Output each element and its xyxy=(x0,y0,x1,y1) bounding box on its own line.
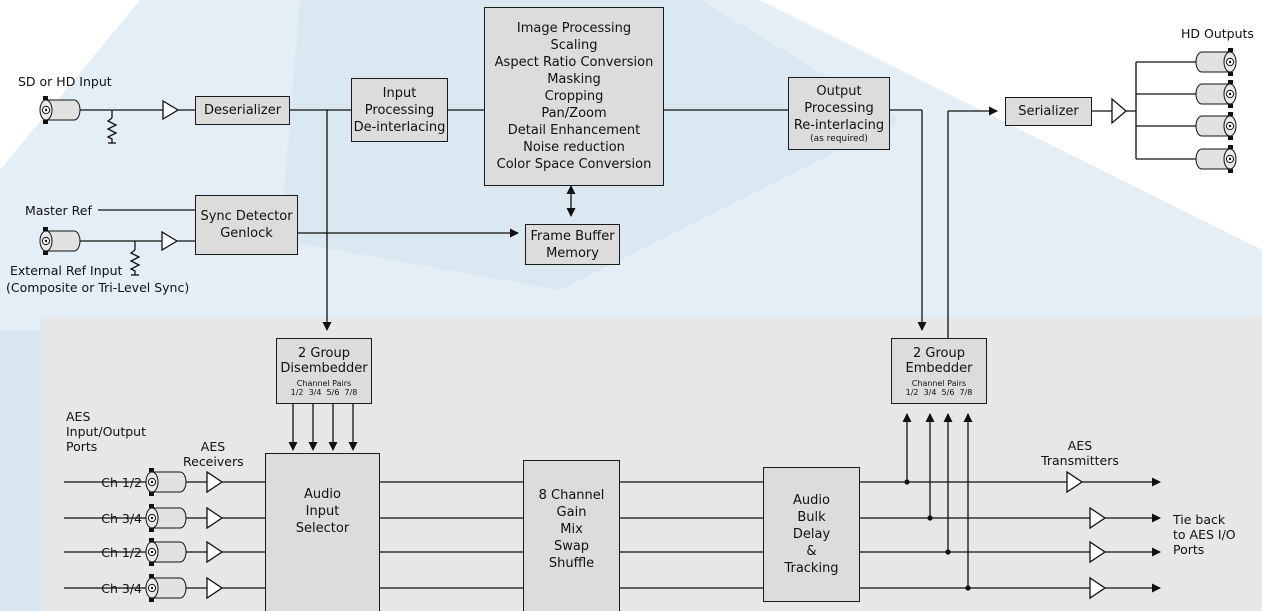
channel-gain-line: Shuffle xyxy=(548,556,595,571)
embedder-line: Embedder xyxy=(905,360,973,376)
tie-back-line: to AES I/O xyxy=(1173,527,1236,542)
audio-delay-box: Audio Bulk Delay & Tracking xyxy=(763,467,860,602)
bnc-connector-icon xyxy=(1195,144,1237,174)
serializer-box: Serializer xyxy=(1005,97,1092,126)
channel-gain-line: Mix xyxy=(560,522,583,537)
audio-input-selector-box: Audio Input Selector xyxy=(265,453,380,611)
image-processing-line: Detail Enhancement xyxy=(507,123,641,138)
embedder-line: 2 Group xyxy=(913,345,965,361)
aes-receivers-line: Receivers xyxy=(183,454,244,469)
aes-receivers-label: AES Receivers xyxy=(183,439,244,469)
bnc-connector-icon xyxy=(145,467,187,497)
input-processing-box: Input Processing De-interlacing xyxy=(351,78,448,142)
bnc-connector-icon xyxy=(145,573,187,603)
output-processing-line: Output xyxy=(816,84,862,99)
disembedder-pairs: 1/2 3/4 5/6 7/8 xyxy=(290,387,358,397)
input-processing-line: Processing xyxy=(364,102,435,118)
aes-io-ports-line: Ports xyxy=(66,439,98,454)
channel-gain-line: 8 Channel xyxy=(538,488,605,503)
tie-back-label: Tie back to AES I/O Ports xyxy=(1173,512,1236,557)
serializer-label: Serializer xyxy=(1018,104,1079,119)
input-processing-line: Input xyxy=(382,85,417,101)
aes-io-ports-line: AES xyxy=(66,409,91,424)
audio-panel xyxy=(40,316,1262,611)
audio-selector-line: Selector xyxy=(295,521,350,536)
image-processing-line: Scaling xyxy=(550,38,598,53)
embedder-pairs: 1/2 3/4 5/6 7/8 xyxy=(905,387,973,397)
channel-gain-line: Gain xyxy=(556,505,587,520)
image-processing-line: Noise reduction xyxy=(523,140,625,155)
tie-back-line: Ports xyxy=(1173,542,1205,557)
channel-label: Ch 3/4 xyxy=(101,581,142,596)
sync-detector-box: Sync Detector Genlock xyxy=(195,195,298,255)
channel-label: Ch 1/2 xyxy=(101,545,142,560)
aes-receivers-line: AES xyxy=(200,439,226,454)
image-processing-line: Pan/Zoom xyxy=(541,106,607,121)
bnc-connector-icon xyxy=(1195,47,1237,77)
aes-io-ports-line: Input/Output xyxy=(66,424,146,439)
audio-delay-line: Tracking xyxy=(784,561,839,576)
aes-io-ports-label: AES Input/Output Ports xyxy=(66,409,146,454)
channel-label: Ch 3/4 xyxy=(101,511,142,526)
input-processing-line: De-interlacing xyxy=(353,119,446,135)
channel-gain-line: Swap xyxy=(553,539,590,554)
output-processing-box: Output Processing Re-interlacing (as req… xyxy=(788,77,890,150)
aes-transmitters-line: AES xyxy=(1067,438,1093,453)
audio-delay-line: Audio xyxy=(793,493,830,508)
aes-transmitters-line: Transmitters xyxy=(1041,453,1119,468)
bnc-connector-icon xyxy=(1195,79,1237,109)
disembedder-box: 2 Group Disembedder Channel Pairs 1/2 3/… xyxy=(276,338,372,404)
master-ref-label: Master Ref xyxy=(25,203,92,218)
deserializer-box: Deserializer xyxy=(195,96,290,125)
image-processing-line: Aspect Ratio Conversion xyxy=(494,55,654,70)
external-ref-note: (Composite or Tri-Level Sync) xyxy=(6,280,190,295)
embedder-box: 2 Group Embedder Channel Pairs 1/2 3/4 5… xyxy=(891,338,987,404)
bnc-connector-icon xyxy=(145,537,187,567)
channel-label: Ch 1/2 xyxy=(101,475,142,490)
audio-delay-line: Bulk xyxy=(797,510,826,525)
audio-selector-line: Input xyxy=(305,504,340,519)
output-processing-line: Processing xyxy=(804,101,874,116)
deserializer-label: Deserializer xyxy=(203,103,282,118)
tie-back-line: Tie back xyxy=(1173,512,1226,527)
disembedder-caption: Channel Pairs xyxy=(296,378,352,388)
audio-delay-line: Delay xyxy=(792,527,831,542)
disembedder-line: 2 Group xyxy=(298,345,350,361)
image-processing-line: Image Processing xyxy=(516,21,632,36)
bnc-connector-icon xyxy=(39,95,81,125)
output-processing-line: Re-interlacing xyxy=(793,118,885,133)
image-processing-line: Cropping xyxy=(544,89,604,104)
frame-buffer-line: Frame Buffer xyxy=(530,228,615,244)
image-processing-box: Image Processing Scaling Aspect Ratio Co… xyxy=(484,7,664,186)
external-ref-label: External Ref Input xyxy=(10,263,123,278)
frame-buffer-line: Memory xyxy=(546,245,599,261)
bnc-connector-icon xyxy=(145,503,187,533)
frame-buffer-box: Frame Buffer Memory xyxy=(525,224,620,265)
image-processing-line: Color Space Conversion xyxy=(496,157,652,172)
aes-transmitters-label: AES Transmitters xyxy=(1040,438,1120,468)
output-processing-note: (as required) xyxy=(810,134,868,144)
embedder-caption: Channel Pairs xyxy=(911,378,967,388)
audio-selector-line: Audio xyxy=(304,487,341,502)
bnc-connector-icon xyxy=(39,226,81,256)
channel-gain-box: 8 Channel Gain Mix Swap Shuffle xyxy=(523,460,620,611)
image-processing-line: Masking xyxy=(547,72,601,87)
sync-detector-line: Sync Detector xyxy=(200,209,293,224)
audio-delay-line: & xyxy=(806,544,817,559)
disembedder-line: Disembedder xyxy=(280,360,368,376)
sd-hd-input-label: SD or HD Input xyxy=(18,74,112,89)
hd-outputs-label: HD Outputs xyxy=(1181,26,1254,41)
bnc-connector-icon xyxy=(1195,111,1237,141)
sync-detector-line: Genlock xyxy=(220,226,273,241)
